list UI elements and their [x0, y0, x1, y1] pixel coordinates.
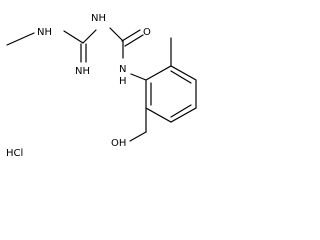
atom-label-o-carbonyl: O [143, 27, 151, 38]
atom-label-n-amide: N [119, 64, 126, 75]
benzene-ring [145, 65, 197, 123]
bond-n-ring [130, 73, 147, 81]
ring-double-bond-2 [170, 104, 192, 118]
ring-double-bond-1 [170, 70, 192, 84]
atom-label-oh: OH [111, 138, 126, 149]
atom-label-nh-imine: NH [75, 66, 90, 77]
atom-label-nh-top: NH [91, 13, 106, 24]
bond-guanidine-nh-top [82, 29, 97, 44]
bond-carbonyl-o-b [124, 34, 144, 47]
bond-carbonyl-o-a [121, 29, 141, 42]
salt-label: HCl [6, 148, 23, 159]
atom-label-h-amide: H [119, 76, 127, 87]
atom-label-nh-methyl: NH [37, 27, 52, 38]
bond-nh-guanidine [63, 30, 84, 44]
bond-ch2-oh [129, 131, 147, 142]
structure-diagram: NH NH O NH N H OH HCl [6, 13, 197, 159]
bond-nh-top-carbonyl [109, 27, 124, 42]
bond-methyl-nh [6, 32, 35, 46]
